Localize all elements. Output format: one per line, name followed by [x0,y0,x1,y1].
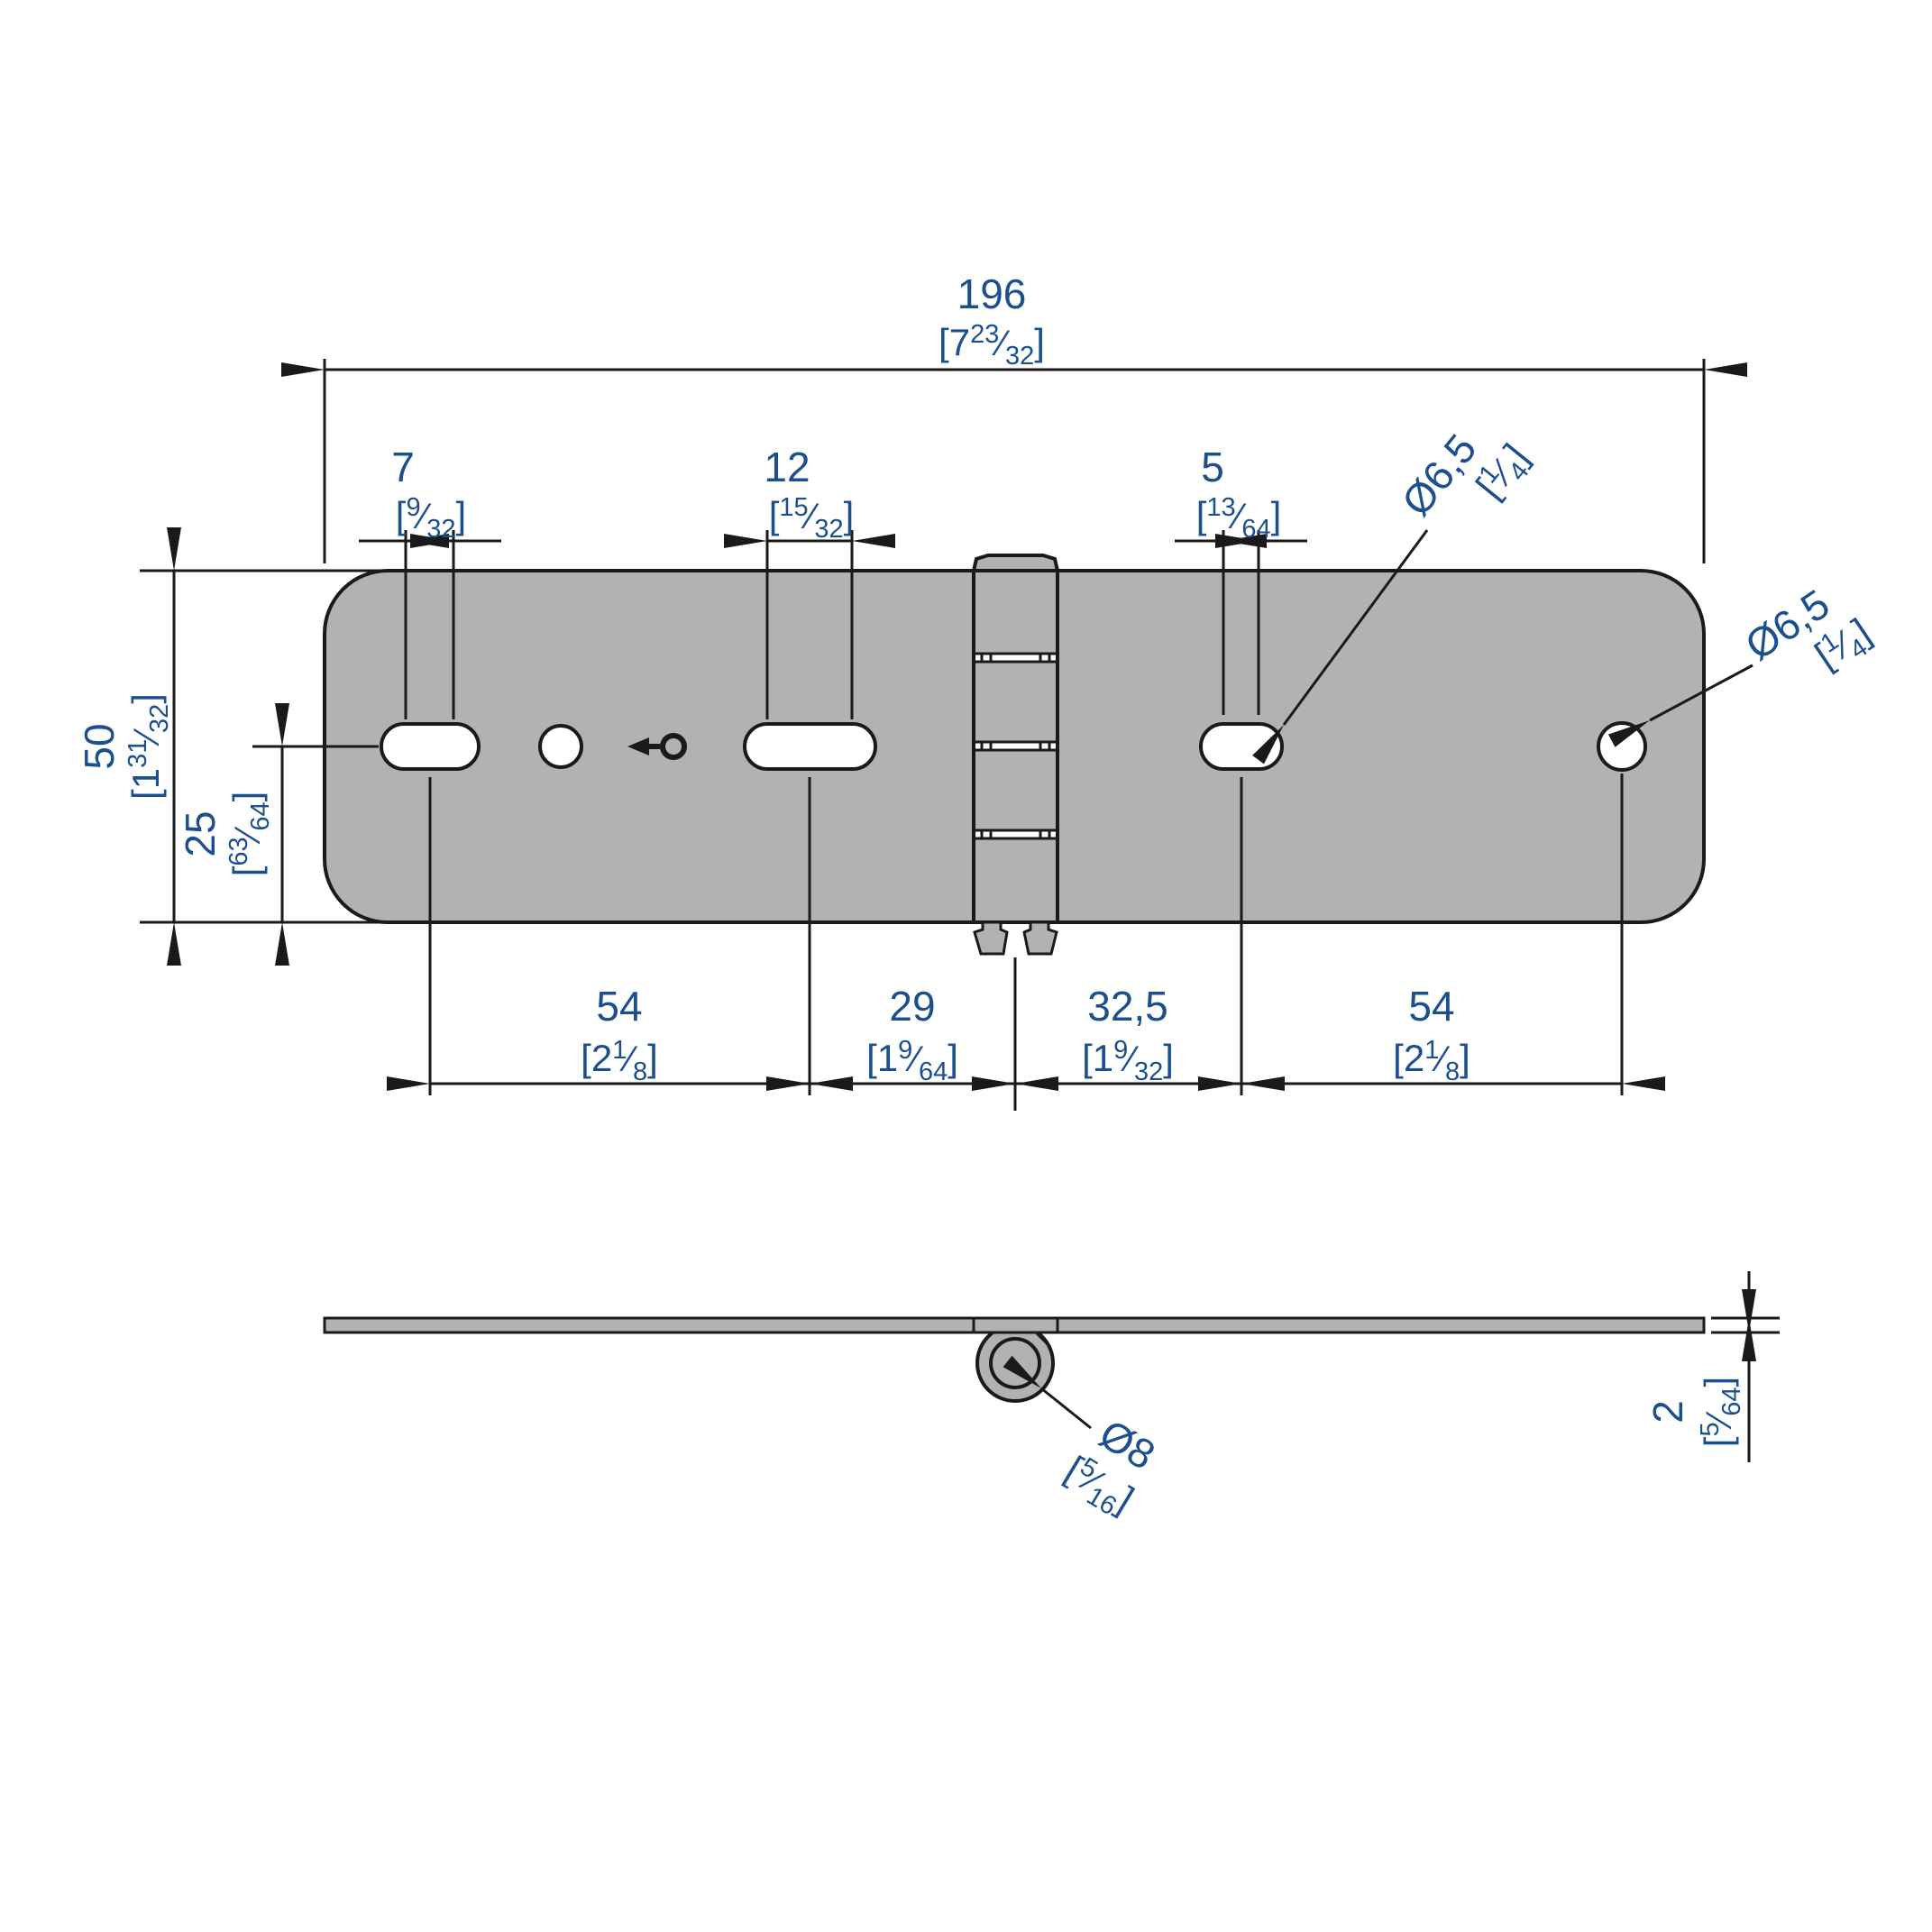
knuckle-gap [974,829,1058,840]
dim-pitch-row: 54 [21⁄8] 29 [19⁄64] 32,5 [19⁄32] 54 [21… [387,774,1665,1111]
plate-edge-profile [323,1316,1706,1334]
dim-thickness: 2 [5⁄64] [1644,1271,1780,1462]
dim-label-inch: [1⁄4] [1467,435,1542,511]
dim-pin-diameter: Ø8 [5⁄16] [1003,1355,1163,1521]
dim-label-inch: [19⁄32] [1082,1036,1174,1086]
dim-overall-height: 50 [131⁄32] [76,527,394,966]
dim-label-inch: [21⁄8] [1393,1036,1470,1086]
dim-label-inch: [15⁄32] [769,493,855,544]
dim-label-inch: [21⁄8] [581,1036,658,1086]
dim-label-mm: 54 [596,983,642,1030]
top-view: 196 [723⁄32] 7 [9⁄32] 12 [15⁄32] [76,270,1878,1111]
knuckle-top-cap [971,554,1060,572]
pilot-hole [538,724,583,769]
knuckle-foot-left [973,920,1009,956]
dim-label-mm: 50 [76,723,123,769]
knuckle-gap [974,740,1058,752]
dim-slot3-length: 5 [13⁄64] [1175,444,1307,715]
dim-overall-width: 196 [723⁄32] [281,270,1747,563]
dim-label-inch: [19⁄64] [866,1036,958,1086]
dim-label-mm: 7 [391,444,415,490]
dim-pitch-hinge-slot3: 32,5 [19⁄32] [972,983,1285,1091]
slot-hole-1 [380,722,481,771]
dim-label-mm: 32,5 [1087,983,1168,1030]
knuckle-foot-right [1022,920,1058,956]
dim-label-mm: 12 [764,444,810,490]
dim-slot2-length: 12 [15⁄32] [724,444,895,719]
arrow-left-circle-icon [627,733,687,760]
slot-hole-3 [1199,722,1284,771]
wrap-seam-line [1034,1331,1052,1349]
hinge-pin-hole [989,1337,1041,1389]
dim-label-mm: 5 [1201,444,1224,490]
dim-label-inch: [131⁄32] [124,693,174,800]
slot-hole-2 [743,722,877,771]
dim-label-mm: 196 [957,270,1027,317]
dim-label-inch: [13⁄64] [1196,493,1282,544]
dim-label-mm: 54 [1408,983,1454,1030]
dim-label-mm: 25 [177,810,224,856]
dim-pitch-slot2-hinge: 29 [19⁄64] [766,983,1058,1091]
hinge-knuckle [971,554,1060,956]
dim-pitch-slot1-slot2: 54 [21⁄8] [387,983,853,1091]
dim-label-inch: [723⁄32] [939,320,1045,371]
knuckle-gap [974,652,1058,664]
dim-label-mm: 2 [1644,1400,1691,1424]
dim-label-inch: [63⁄64] [224,792,275,877]
dim-label-inch: [5⁄64] [1696,1377,1746,1447]
side-view: Ø8 [5⁄16] 2 [5⁄64] [323,1271,1780,1521]
dim-pitch-slot3-hole: 54 [21⁄8] [1198,983,1665,1091]
end-hole [1597,721,1647,772]
dim-label-mm: 29 [889,983,935,1030]
